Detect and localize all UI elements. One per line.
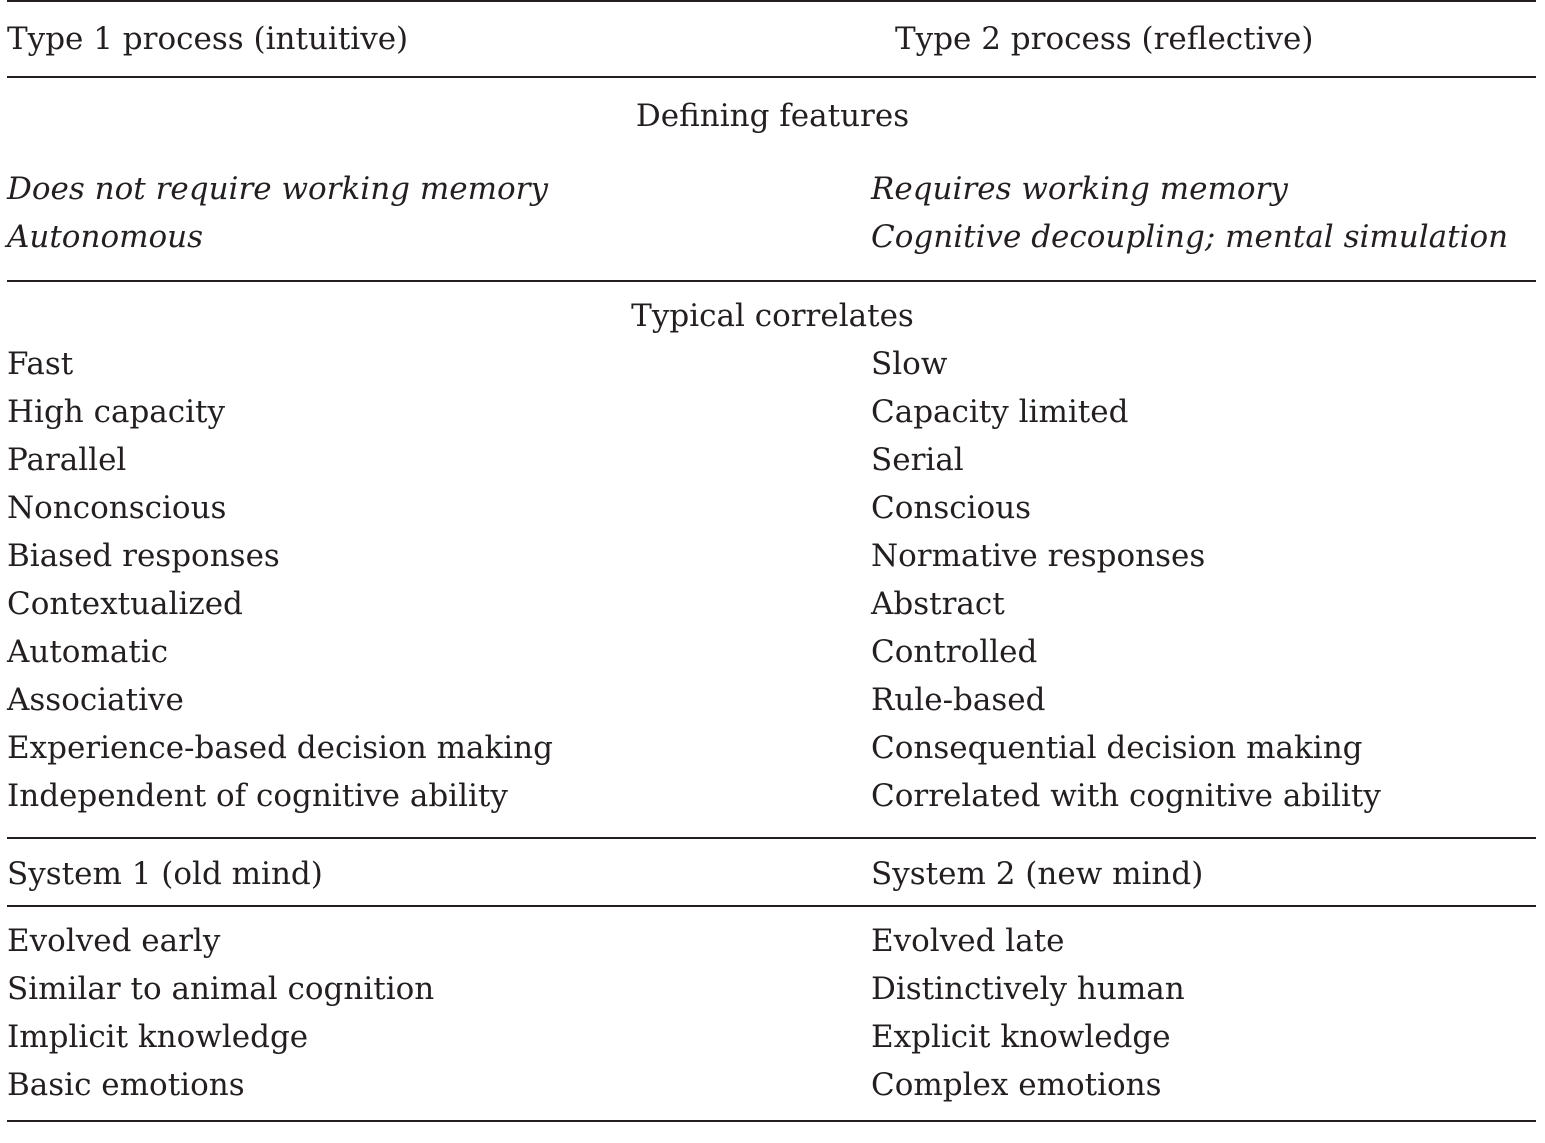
correlate-left-3: Parallel — [7, 442, 127, 478]
system-left-4: Basic emotions — [7, 1067, 245, 1103]
header-rule — [7, 76, 1536, 78]
correlate-right-4: Conscious — [871, 490, 1032, 526]
system-left-1: Evolved early — [7, 923, 221, 959]
correlate-left-1: Fast — [7, 346, 74, 382]
correlates-rule — [7, 837, 1536, 839]
correlate-right-5: Normative responses — [871, 538, 1206, 574]
correlate-left-6: Contextualized — [7, 586, 243, 622]
correlate-left-5: Biased responses — [7, 538, 280, 574]
correlate-right-7: Controlled — [871, 634, 1038, 670]
correlate-left-8: Associative — [7, 682, 184, 718]
defining-rule — [7, 280, 1536, 282]
typical-correlates-title: Typical correlates — [631, 298, 914, 334]
systems-header-rule — [7, 905, 1536, 907]
system-right-4: Complex emotions — [871, 1067, 1162, 1103]
correlate-right-10: Correlated with cognitive ability — [871, 778, 1381, 814]
system-right-3: Explicit knowledge — [871, 1019, 1171, 1055]
system-right-1: Evolved late — [871, 923, 1065, 959]
correlate-right-1: Slow — [871, 346, 948, 382]
system1-header: System 1 (old mind) — [7, 856, 323, 892]
defining-right-2: Cognitive decoupling; mental simulation — [871, 219, 1509, 255]
defining-features-title: Defining features — [635, 98, 910, 134]
top-rule — [7, 0, 1536, 2]
system2-header: System 2 (new mind) — [871, 856, 1204, 892]
correlate-right-2: Capacity limited — [871, 394, 1129, 430]
correlate-right-3: Serial — [871, 442, 964, 478]
correlate-right-9: Consequential decision making — [871, 730, 1363, 766]
defining-right-1: Requires working memory — [871, 171, 1288, 207]
correlate-right-6: Abstract — [871, 586, 1005, 622]
correlate-left-9: Experience-based decision making — [7, 730, 553, 766]
correlate-right-8: Rule-based — [871, 682, 1046, 718]
bottom-rule — [7, 1120, 1536, 1122]
defining-left-1: Does not require working memory — [7, 171, 548, 207]
type1-header: Type 1 process (intuitive) — [7, 21, 409, 57]
system-left-2: Similar to animal cognition — [7, 971, 435, 1007]
correlate-left-4: Nonconscious — [7, 490, 227, 526]
system-right-2: Distinctively human — [871, 971, 1185, 1007]
system-left-3: Implicit knowledge — [7, 1019, 309, 1055]
type2-header: Type 2 process (reflective) — [895, 21, 1314, 57]
correlate-left-7: Automatic — [7, 634, 169, 670]
correlate-left-2: High capacity — [7, 394, 226, 430]
correlate-left-10: Independent of cognitive ability — [7, 778, 508, 814]
defining-left-2: Autonomous — [7, 219, 204, 255]
